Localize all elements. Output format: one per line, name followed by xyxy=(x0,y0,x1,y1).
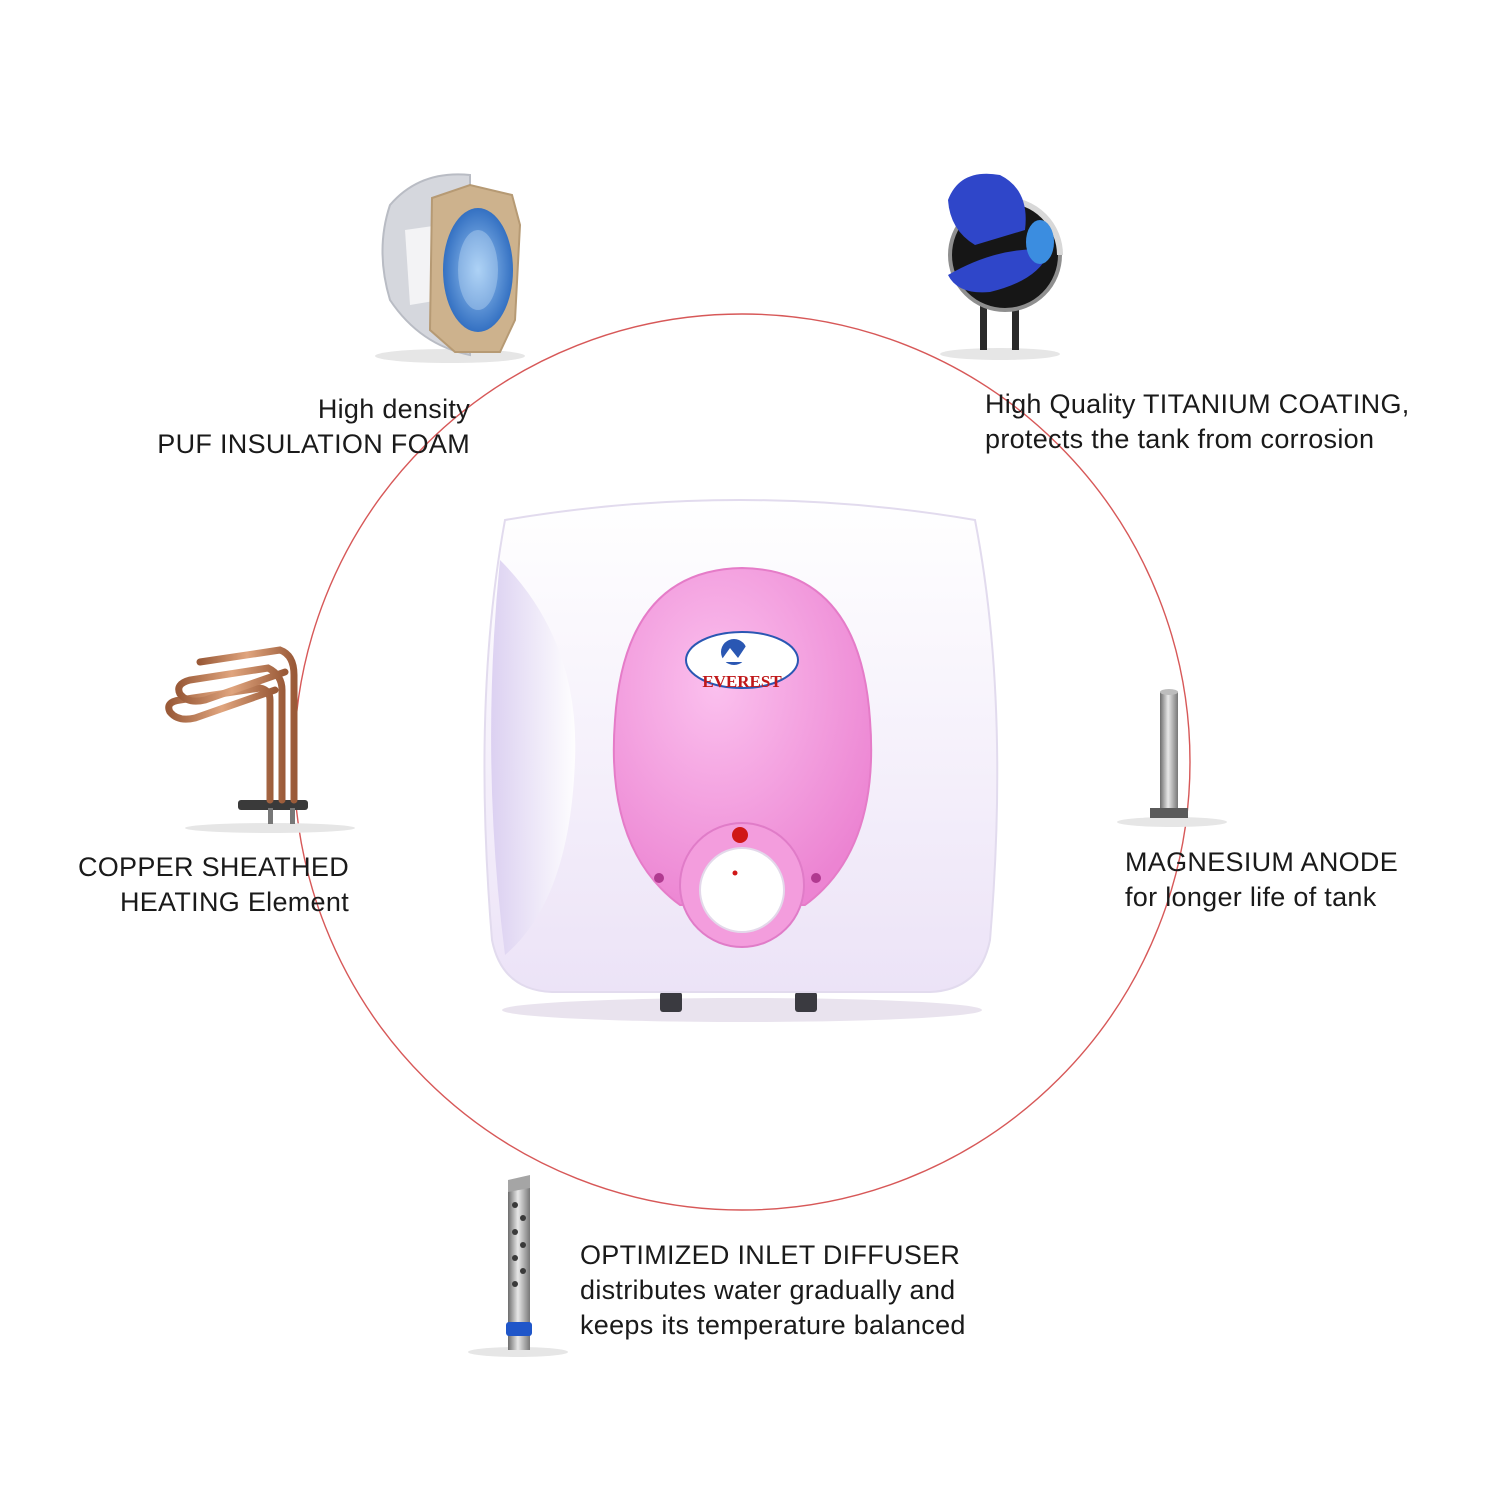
feature-inlet-diffuser-label: OPTIMIZED INLET DIFFUSER distributes wat… xyxy=(580,1238,966,1343)
everest-logo: EVEREST xyxy=(685,631,799,691)
brand-logo-text: EVEREST xyxy=(702,672,782,691)
feature-line: COPPER SHEATHED xyxy=(77,852,349,882)
feature-line: High Quality TITANIUM COATING, xyxy=(985,389,1410,419)
feature-titanium-coating-label: High Quality TITANIUM COATING, protects … xyxy=(985,387,1410,457)
titanium-tank-icon xyxy=(940,173,1063,360)
feature-magnesium-anode-label: MAGNESIUM ANODE for longer life of tank xyxy=(1125,845,1398,915)
water-heater-image: EVEREST xyxy=(483,499,999,1022)
copper-heating-element-icon xyxy=(165,646,355,833)
feature-line: MAGNESIUM ANODE xyxy=(1125,847,1399,877)
feature-line: distributes water gradually and xyxy=(580,1275,956,1305)
feature-line: keeps its temperature balanced xyxy=(580,1310,966,1340)
magnesium-anode-icon xyxy=(1117,689,1227,827)
insulation-foam-icon xyxy=(375,173,525,363)
inlet-diffuser-icon xyxy=(468,1175,568,1357)
feature-puf-insulation-label: High density PUF INSULATION FOAM xyxy=(157,392,470,462)
feature-line: for longer life of tank xyxy=(1125,882,1377,912)
feature-line: PUF INSULATION FOAM xyxy=(157,429,470,459)
feature-line: protects the tank from corrosion xyxy=(985,424,1375,454)
feature-line: High density xyxy=(317,394,470,424)
feature-line: OPTIMIZED INLET DIFFUSER xyxy=(580,1240,961,1270)
feature-line: HEATING Element xyxy=(119,887,349,917)
feature-copper-heating-label: COPPER SHEATHED HEATING Element xyxy=(78,850,349,920)
